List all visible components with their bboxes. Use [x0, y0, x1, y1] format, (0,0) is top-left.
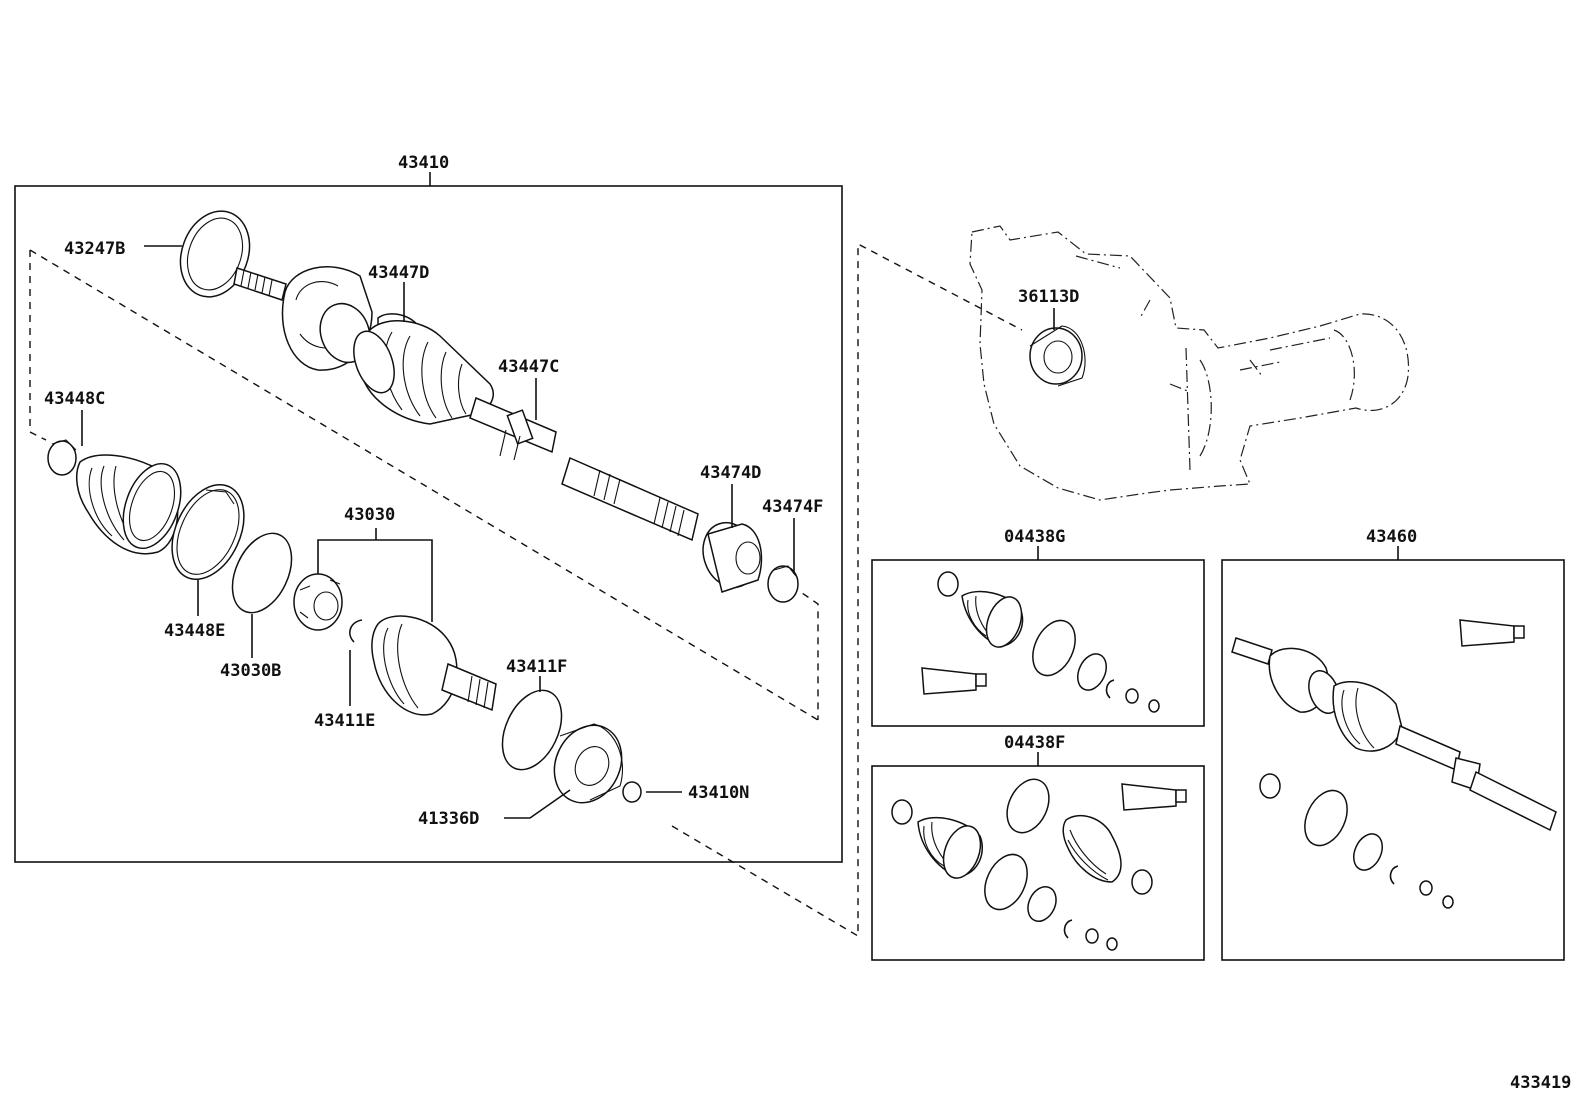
label-43460[interactable]: 43460 [1366, 527, 1417, 547]
label-36113D[interactable]: 36113D [1018, 287, 1079, 307]
label-43411F[interactable]: 43411F [506, 657, 567, 677]
label-43030[interactable]: 43030 [344, 505, 395, 525]
label-41336D[interactable]: 41336D [418, 809, 479, 829]
transmission-housing [969, 225, 1410, 501]
diagram-id: 433419 [1510, 1073, 1571, 1093]
kit-43460-parts [1231, 619, 1557, 909]
joint-43030-group [293, 528, 642, 804]
label-43474D[interactable]: 43474D [700, 463, 761, 483]
kit-04438F-parts [891, 778, 1187, 951]
label-43247B[interactable]: 43247B [64, 239, 125, 259]
label-43447C[interactable]: 43447C [498, 357, 559, 377]
label-43411E[interactable]: 43411E [314, 711, 375, 731]
label-43474F[interactable]: 43474F [762, 497, 823, 517]
ring-43247B-part[interactable] [169, 201, 261, 306]
label-43410[interactable]: 43410 [398, 153, 449, 173]
dashed-connector-main [29, 249, 819, 721]
left-boot-group [47, 439, 293, 614]
label-43448E[interactable]: 43448E [164, 621, 225, 641]
leader-lines [81, 245, 795, 819]
main-shaft-group [169, 201, 799, 603]
main-assembly-frame [14, 185, 843, 863]
seal-36113D-part[interactable] [1029, 327, 1083, 385]
label-43030B[interactable]: 43030B [220, 661, 281, 681]
label-43448C[interactable]: 43448C [44, 389, 105, 409]
label-04438F[interactable]: 04438F [1004, 733, 1065, 753]
label-43410N[interactable]: 43410N [688, 783, 749, 803]
kit-43460-frame [1221, 559, 1565, 961]
label-43447D[interactable]: 43447D [368, 263, 429, 283]
dashed-connector-transmission [671, 242, 1023, 938]
label-04438G[interactable]: 04438G [1004, 527, 1065, 547]
kit-04438G-parts [921, 571, 1160, 713]
